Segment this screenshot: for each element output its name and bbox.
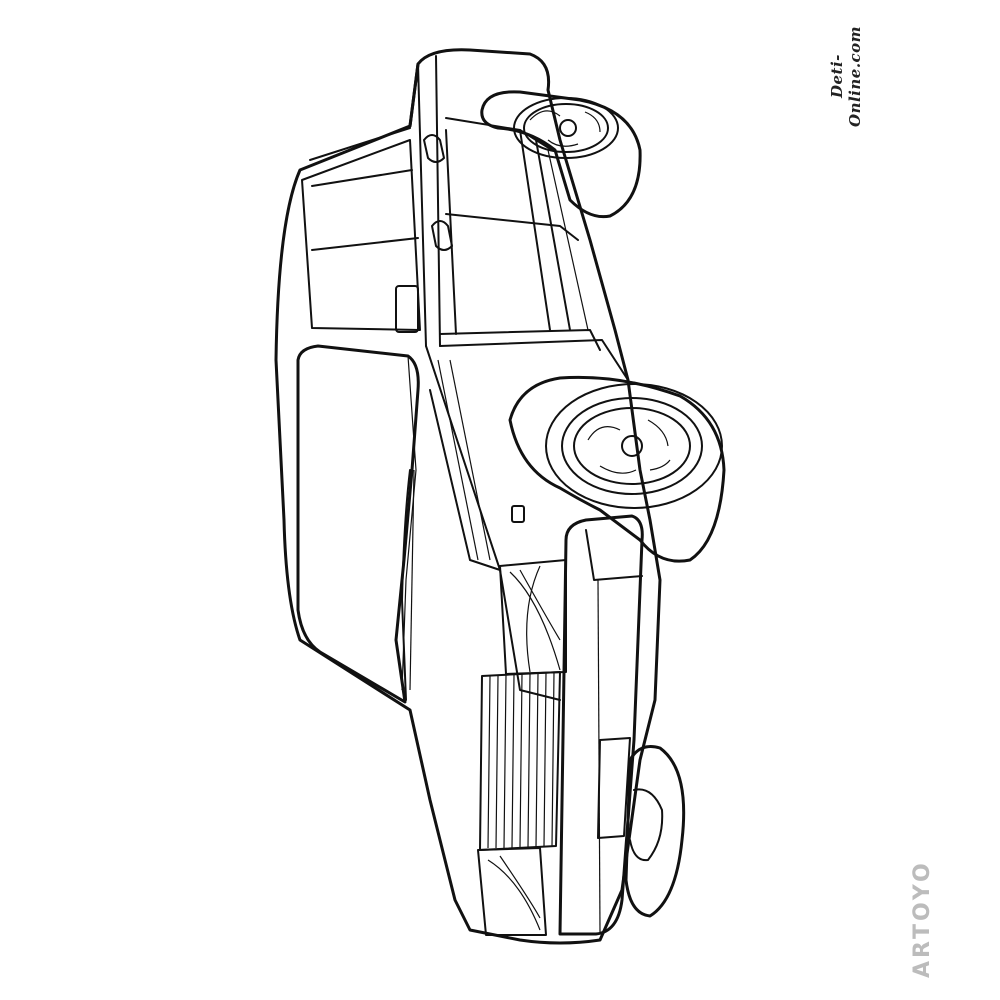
front-right-wheel: [624, 745, 686, 918]
hood: [425, 339, 629, 701]
door-handles: [423, 134, 453, 251]
windshield: [296, 344, 420, 704]
side-rocker: [401, 469, 411, 701]
rear-wheel: [480, 90, 642, 219]
side-marker-light: [511, 505, 525, 523]
side-mirror: [395, 285, 419, 333]
grille: [479, 671, 561, 851]
truck-body-outline: [274, 48, 662, 945]
site-watermark: Deti-Online.com: [828, 25, 864, 128]
front-wheel: [508, 375, 726, 563]
brand-watermark: ARTOYO: [910, 860, 935, 978]
front-bumper: [558, 514, 644, 936]
truck-bed: [301, 55, 601, 351]
